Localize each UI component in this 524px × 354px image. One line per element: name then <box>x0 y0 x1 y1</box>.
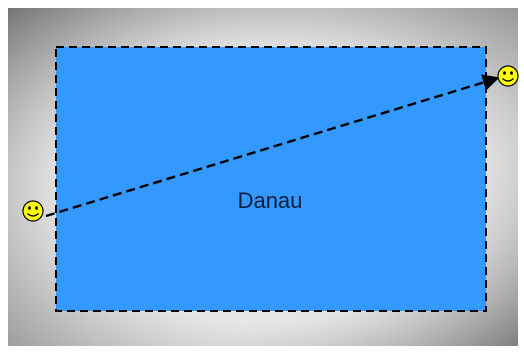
end-smiley-face-icon <box>497 65 519 87</box>
start-smiley-face-icon <box>22 200 44 222</box>
lake-label: Danau <box>238 188 303 213</box>
lake-area <box>55 46 487 312</box>
crossing-path-arrow <box>45 74 500 218</box>
